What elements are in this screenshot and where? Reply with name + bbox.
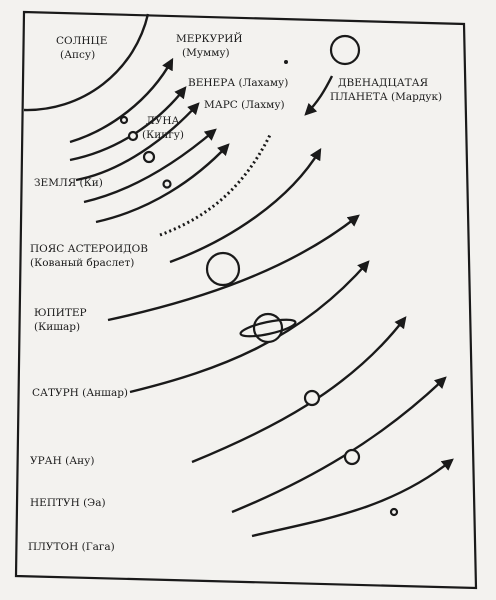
pluto-orbit (251, 458, 454, 538)
svg-text:МЕРКУРИЙ: МЕРКУРИЙ (176, 31, 243, 45)
earth-label: ЗЕМЛЯ (Ки) (34, 177, 103, 189)
svg-text:ЮПИТЕР: ЮПИТЕР (34, 307, 87, 319)
jupiter-label: ЮПИТЕР (Кишар) (34, 307, 87, 333)
svg-text:ДВЕНАДЦАТАЯ: ДВЕНАДЦАТАЯ (338, 77, 428, 89)
sun-arc (23, 13, 150, 112)
svg-text:ПОЯС АСТЕРОИДОВ: ПОЯС АСТЕРОИДОВ (30, 243, 148, 255)
moon-orbit (95, 143, 230, 224)
sun-label: СОЛНЦЕ (Апсу) (56, 35, 107, 61)
twelfth-planet (329, 34, 361, 66)
pluto-planet (389, 507, 399, 517)
mercury-planet (119, 115, 129, 125)
saturn-planet (239, 312, 297, 344)
earth-orbit (83, 128, 217, 204)
venus-orbit (69, 86, 187, 162)
pluto-label: ПЛУТОН (Гага) (28, 541, 115, 553)
twelfth-planet-label: ДВЕНАДЦАТАЯ ПЛАНЕТА (Мардук) (330, 77, 442, 103)
svg-text:(Кованый браслет): (Кованый браслет) (30, 257, 134, 269)
mars-label: МАРС (Лахму) (204, 99, 285, 111)
svg-text:СОЛНЦЕ: СОЛНЦЕ (56, 35, 107, 47)
mercury-orbit (69, 57, 174, 144)
mercury-marker (284, 60, 288, 64)
mars-orbit (75, 102, 200, 182)
twelfth-planet-trajectory (304, 75, 334, 116)
diagram-frame (14, 10, 478, 590)
asteroid-belt-label: ПОЯС АСТЕРОИДОВ (Кованый браслет) (30, 243, 148, 269)
svg-text:(Кингу): (Кингу) (142, 129, 184, 141)
uranus-orbit (191, 316, 407, 464)
venus-planet (127, 130, 139, 142)
svg-text:(Кишар): (Кишар) (34, 321, 80, 333)
neptune-planet (343, 448, 361, 466)
neptune-label: НЕПТУН (Эа) (30, 497, 106, 509)
jupiter-orbit (107, 214, 360, 322)
svg-text:ПЛАНЕТА (Мардук): ПЛАНЕТА (Мардук) (330, 91, 442, 103)
saturn-label: САТУРН (Аншар) (32, 387, 128, 399)
asteroid-arrow (169, 147, 322, 264)
svg-text:ЛУНА: ЛУНА (146, 115, 180, 127)
moon-label: ЛУНА (Кингу) (142, 115, 184, 141)
saturn-orbit (129, 260, 370, 394)
uranus-planet (303, 389, 321, 407)
moon-planet (162, 179, 172, 189)
earth-planet (142, 150, 156, 164)
svg-text:(Апсу): (Апсу) (60, 49, 95, 61)
jupiter-planet (205, 251, 241, 287)
venus-label: ВЕНЕРА (Лахаму) (188, 77, 288, 89)
neptune-orbit (231, 376, 447, 514)
svg-text:(Мумму): (Мумму) (182, 47, 230, 59)
mercury-label: МЕРКУРИЙ (Мумму) (176, 31, 243, 59)
uranus-label: УРАН (Ану) (30, 455, 94, 467)
asteroid-belt (159, 134, 272, 237)
